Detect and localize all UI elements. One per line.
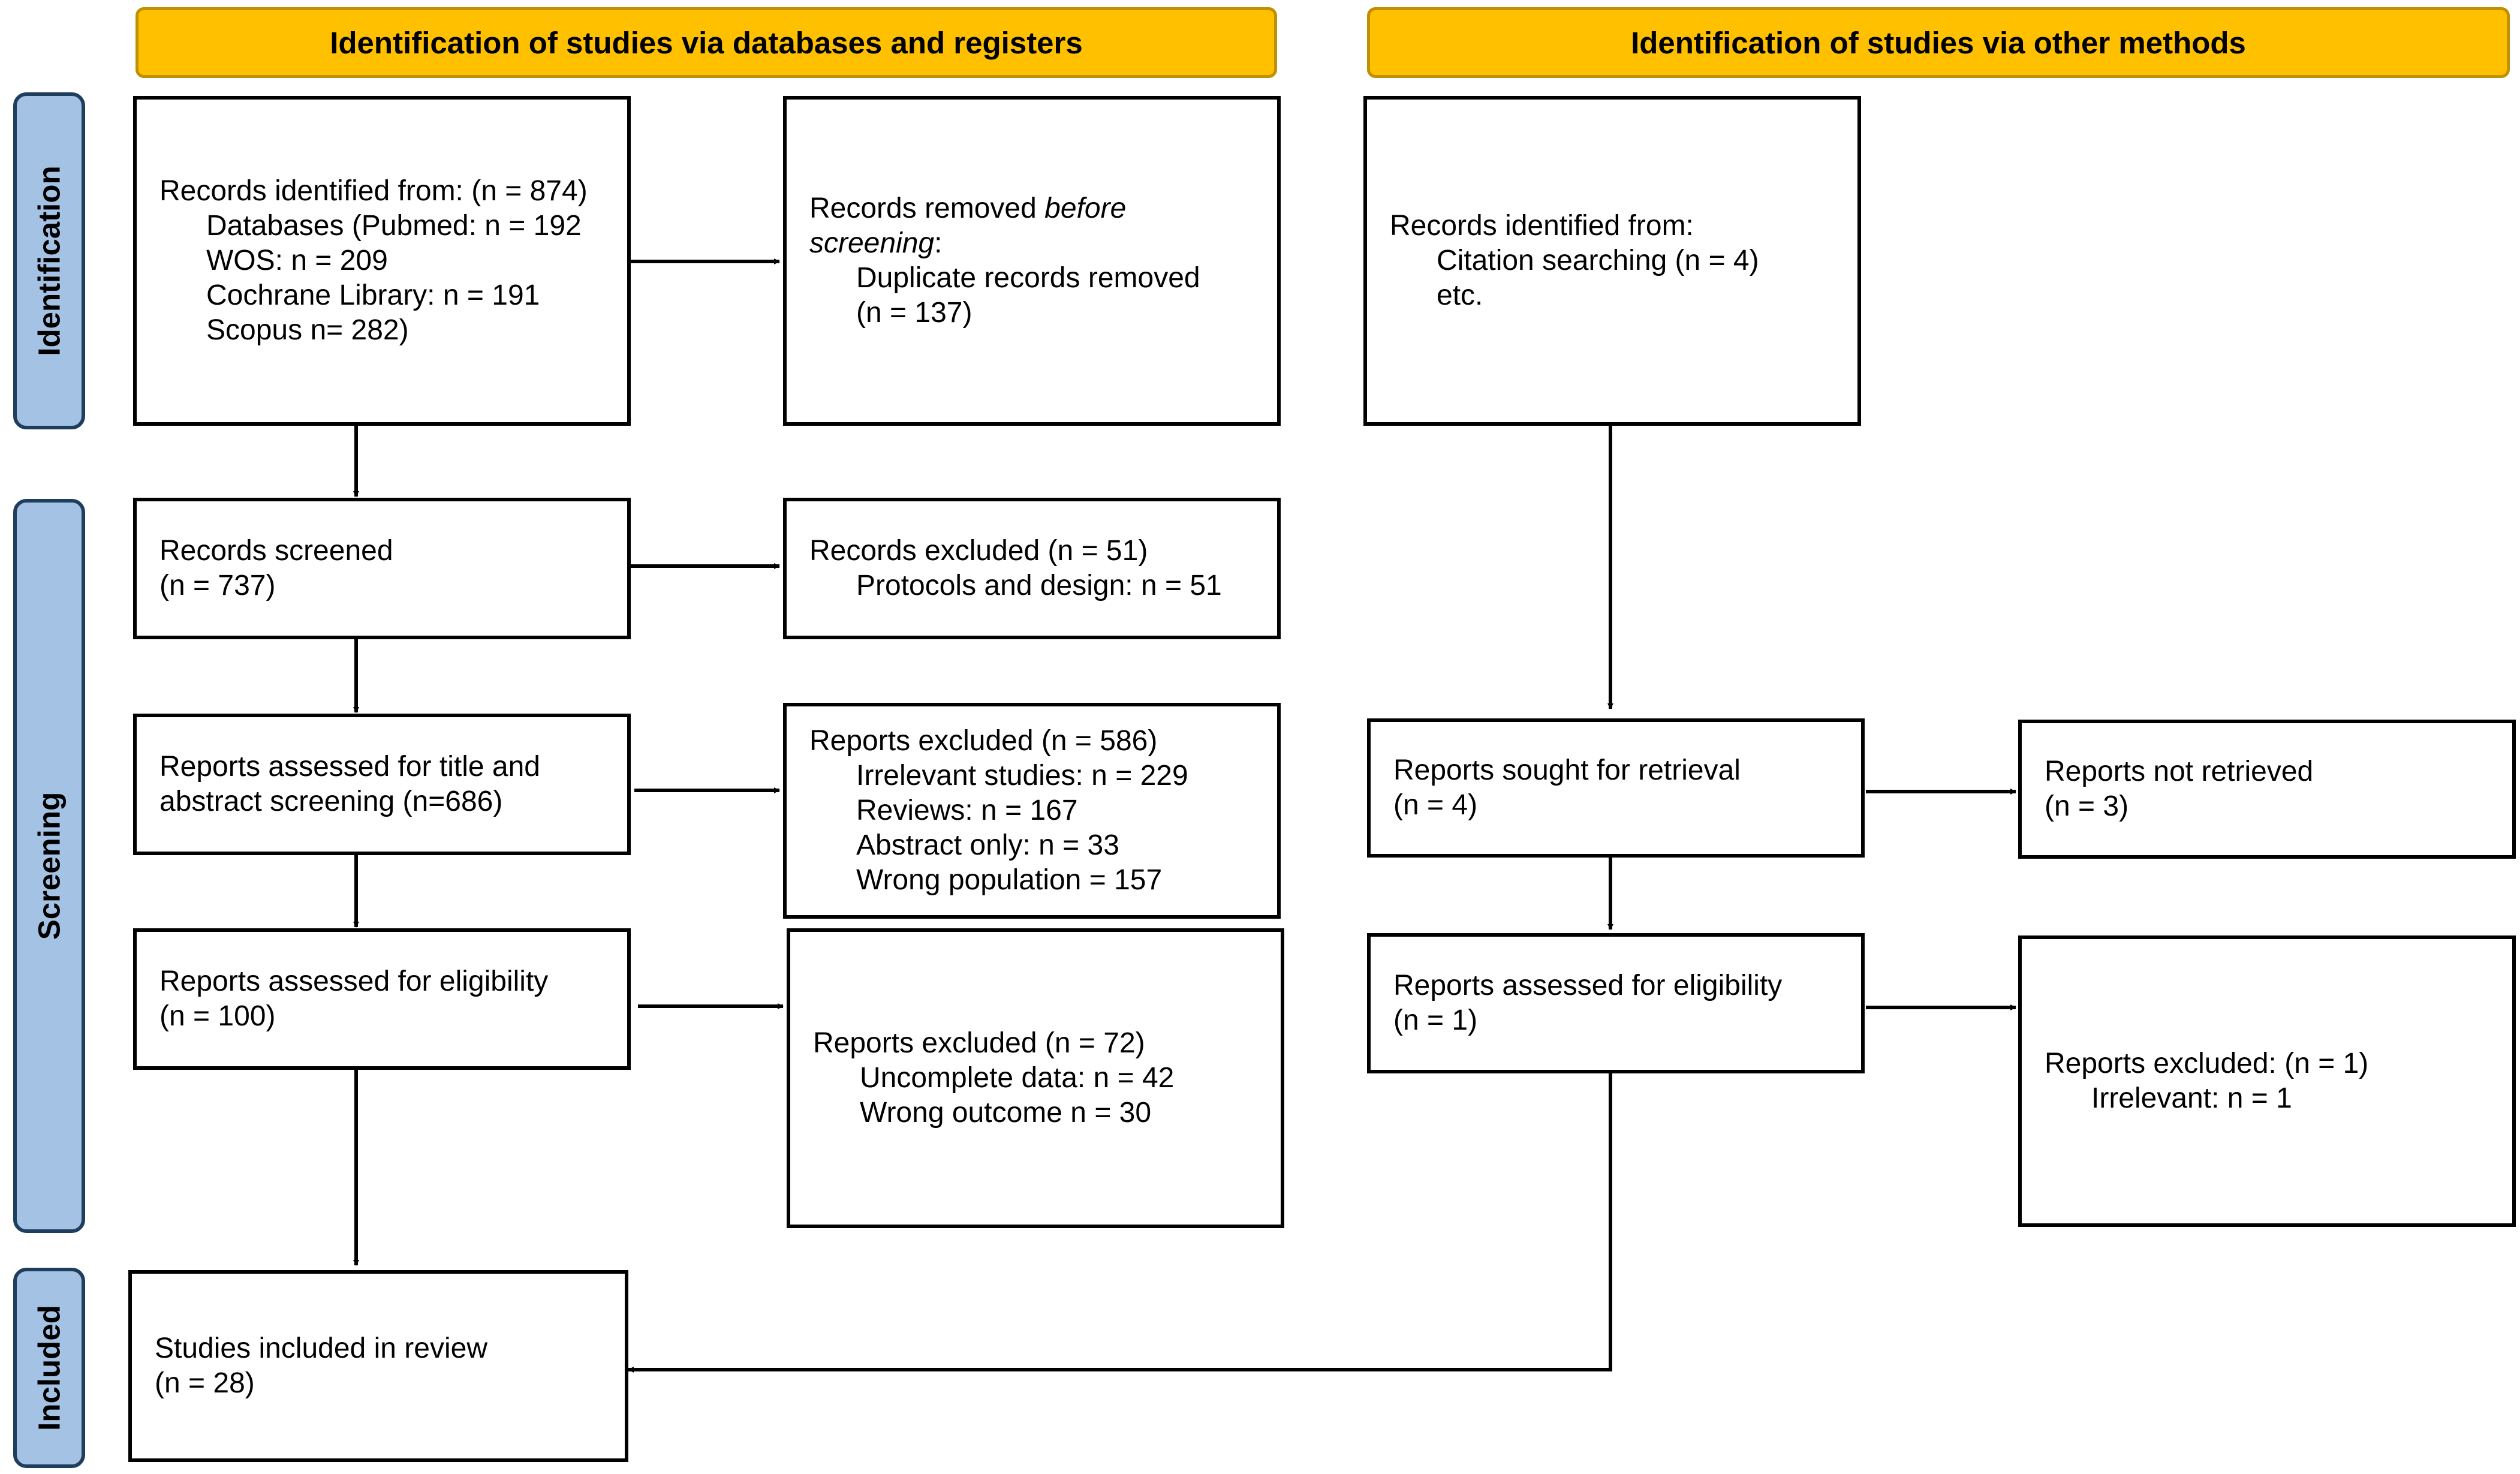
reports-excluded-1-title: Reports excluded (n = 586)	[809, 725, 1158, 757]
records-identified-title: Records identified from: (n = 874)	[159, 175, 588, 207]
phase-screening: Screening	[13, 499, 85, 1233]
reports-excluded-2-wrong-outcome: Wrong outcome n = 30	[860, 1097, 1152, 1129]
other-reports-excluded-title: Reports excluded: (n = 1)	[2045, 1048, 2369, 1079]
header-other-methods: Identification of studies via other meth…	[1367, 7, 2510, 78]
records-removed-box: Records removed before screening: Duplic…	[783, 96, 1281, 426]
studies-included-title: Studies included in review	[155, 1332, 487, 1364]
records-identified-databases: Databases (Pubmed: n = 192	[206, 210, 582, 242]
other-records-identified-box: Records identified from: Citation search…	[1363, 96, 1861, 426]
other-records-identified-title: Records identified from:	[1390, 210, 1694, 242]
records-removed-title-emphasis: before screening	[809, 192, 1127, 259]
studies-included-count: (n = 28)	[155, 1367, 255, 1399]
reports-excluded-1-reviews: Reviews: n = 167	[856, 795, 1078, 826]
eligibility-box: Reports assessed for eligibility (n = 10…	[133, 928, 631, 1070]
other-eligibility-title: Reports assessed for eligibility	[1393, 970, 1783, 1001]
header-databases-registers: Identification of studies via databases …	[136, 7, 1277, 78]
title-abstract-box: Reports assessed for title and abstract …	[133, 714, 631, 855]
arrow-other-eligibility-to-included	[628, 1073, 1612, 1373]
other-records-citation: Citation searching (n = 4)	[1437, 245, 1759, 276]
reports-not-retrieved-box: Reports not retrieved (n = 3)	[2018, 720, 2516, 859]
records-removed-title: Records removed before screening:	[809, 191, 1265, 261]
records-screened-count: (n = 737)	[159, 570, 276, 601]
reports-sought-title: Reports sought for retrieval	[1393, 754, 1741, 786]
other-reports-excluded-box: Reports excluded: (n = 1) Irrelevant: n …	[2018, 935, 2516, 1227]
records-removed-duplicates: Duplicate records removed	[856, 262, 1200, 294]
reports-excluded-1-wrong-population: Wrong population = 157	[856, 864, 1163, 896]
reports-excluded-1-abstract-only: Abstract only: n = 33	[856, 829, 1119, 861]
records-excluded-protocols: Protocols and design: n = 51	[856, 570, 1222, 601]
records-excluded-title: Records excluded (n = 51)	[809, 535, 1148, 567]
records-screened-title: Records screened	[159, 535, 393, 567]
records-identified-box: Records identified from: (n = 874) Datab…	[133, 96, 631, 426]
reports-sought-box: Reports sought for retrieval (n = 4)	[1367, 718, 1865, 858]
other-records-etc: etc.	[1437, 279, 1483, 311]
records-identified-scopus: Scopus n= 282)	[206, 314, 409, 346]
other-reports-excluded-irrelevant: Irrelevant: n = 1	[2091, 1082, 2292, 1114]
header-databases-registers-label: Identification of studies via databases …	[330, 25, 1083, 60]
reports-excluded-2-uncomplete: Uncomplete data: n = 42	[860, 1062, 1175, 1094]
reports-not-retrieved-title: Reports not retrieved	[2045, 756, 2314, 787]
title-abstract-title: Reports assessed for title and abstract …	[159, 751, 540, 817]
reports-excluded-2-title: Reports excluded (n = 72)	[813, 1027, 1145, 1059]
records-screened-box: Records screened (n = 737)	[133, 498, 631, 639]
other-eligibility-count: (n = 1)	[1393, 1004, 1478, 1036]
records-excluded-box: Records excluded (n = 51) Protocols and …	[783, 498, 1281, 639]
other-eligibility-box: Reports assessed for eligibility (n = 1)	[1367, 933, 1865, 1073]
header-other-methods-label: Identification of studies via other meth…	[1631, 25, 2246, 60]
reports-excluded-box-1: Reports excluded (n = 586) Irrelevant st…	[783, 703, 1281, 919]
phase-identification: Identification	[13, 92, 85, 429]
records-identified-wos: WOS: n = 209	[206, 245, 388, 276]
records-removed-count: (n = 137)	[856, 297, 973, 329]
records-removed-title-post: :	[934, 227, 943, 259]
phase-included: Included	[13, 1268, 85, 1468]
eligibility-title: Reports assessed for eligibility	[159, 965, 549, 997]
records-identified-cochrane: Cochrane Library: n = 191	[206, 279, 540, 311]
reports-sought-count: (n = 4)	[1393, 789, 1478, 821]
reports-excluded-1-irrelevant: Irrelevant studies: n = 229	[856, 760, 1188, 792]
studies-included-box: Studies included in review (n = 28)	[128, 1270, 628, 1462]
reports-not-retrieved-count: (n = 3)	[2045, 790, 2129, 822]
reports-excluded-box-2: Reports excluded (n = 72) Uncomplete dat…	[787, 928, 1284, 1228]
records-removed-title-pre: Records removed	[809, 192, 1045, 224]
eligibility-count: (n = 100)	[159, 1000, 276, 1032]
